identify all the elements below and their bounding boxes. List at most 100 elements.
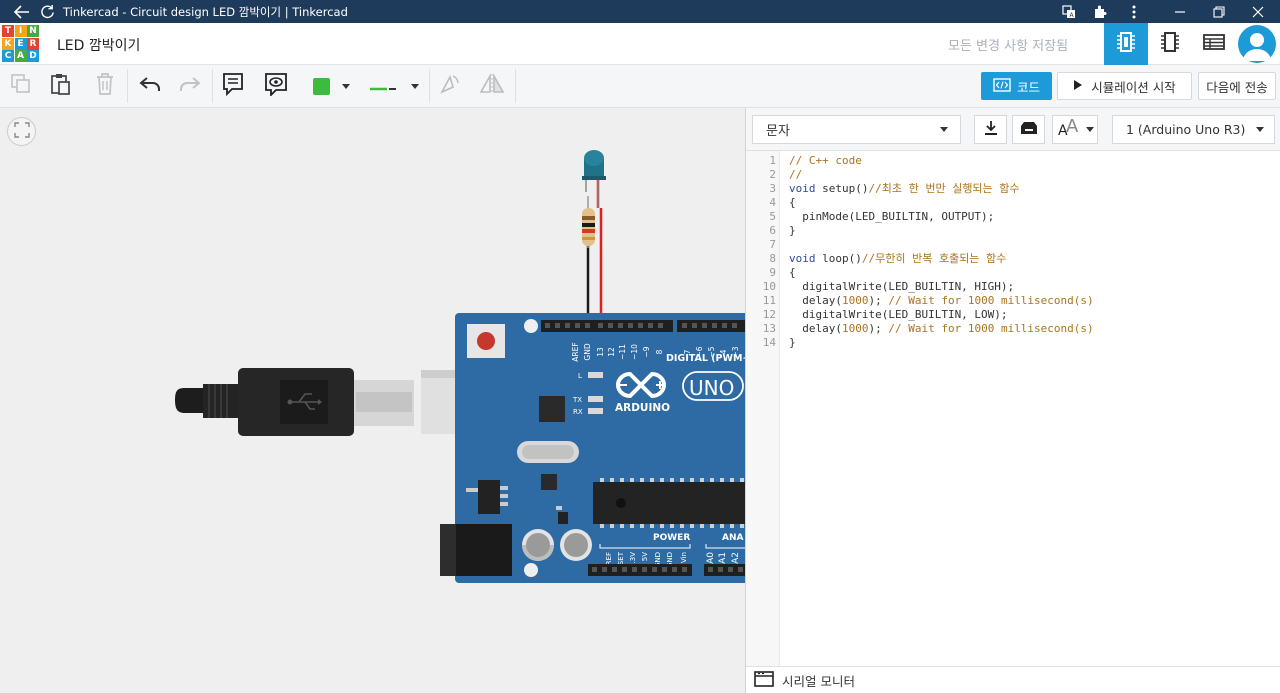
more-menu-icon[interactable] (1124, 2, 1144, 21)
digital-header-label: DIGITAL (PWM~ (666, 353, 745, 364)
capacitors (522, 529, 592, 561)
start-simulation-button[interactable]: 시뮬레이션 시작 (1057, 72, 1192, 100)
logo-letter: I (14, 25, 27, 37)
wire-color-picker[interactable] (304, 71, 358, 101)
redo-button[interactable] (177, 71, 203, 101)
code-line: // C++ code (789, 154, 862, 168)
chevron-down-icon (341, 83, 350, 89)
pin-label: 7 (683, 349, 692, 354)
code-line: } (789, 336, 796, 350)
logo-letter: A (14, 50, 27, 62)
notes-button[interactable] (220, 71, 246, 101)
flip-icon (478, 72, 506, 99)
zoom-to-fit-button[interactable] (7, 117, 36, 146)
arduino-logo-icon (616, 371, 666, 399)
user-avatar[interactable] (1238, 25, 1276, 63)
send-to-label: 다음에 전송 (1206, 79, 1268, 95)
code-token: delay( (789, 294, 842, 307)
libraries-button[interactable] (1012, 115, 1045, 144)
code-button[interactable]: 코드 (981, 72, 1052, 100)
pin-label: ~5 (707, 346, 716, 357)
code-token: void (789, 182, 816, 195)
undo-icon (139, 76, 161, 96)
code-button-label: 코드 (1016, 79, 1040, 95)
pin-label: A0 (706, 552, 716, 564)
circuit-view-icon (1116, 31, 1136, 57)
rotate-icon (439, 73, 461, 99)
pin-label: 12 (607, 347, 616, 357)
code-token: { (789, 196, 796, 209)
line-number: 8 (769, 252, 776, 265)
color-swatch (312, 77, 330, 95)
pin-label: GND (666, 552, 674, 568)
pin-label: Vin (680, 552, 688, 563)
usb-icon (287, 393, 322, 410)
translate-icon[interactable]: A (1059, 2, 1079, 21)
restore-icon[interactable] (1209, 2, 1229, 21)
chevron-down-icon (940, 127, 948, 132)
pin-label: IOREF (605, 552, 613, 573)
pin-label: GND (654, 552, 662, 568)
code-token: setup() (815, 182, 869, 195)
line-number: 9 (769, 266, 776, 279)
notes-visibility-button[interactable] (263, 71, 289, 101)
toolbar-divider (212, 69, 213, 103)
resistor-component[interactable] (582, 196, 595, 248)
pin-label: ~10 (630, 344, 639, 360)
table-icon (1203, 34, 1225, 54)
send-to-button[interactable]: 다음에 전송 (1198, 72, 1276, 100)
copy-button[interactable] (8, 71, 34, 101)
reload-icon[interactable] (37, 2, 57, 21)
code-token: // (789, 168, 803, 181)
paste-button[interactable] (48, 71, 74, 101)
serial-monitor-label: 시리얼 모니터 (782, 673, 855, 689)
line-number: 12 (762, 308, 776, 321)
line-number: 10 (762, 280, 776, 293)
board-select[interactable]: 1 (Arduino Uno R3) (1112, 115, 1275, 144)
wire-type-picker[interactable] (364, 71, 424, 101)
delete-button[interactable] (92, 71, 118, 101)
design-name[interactable]: LED 깜박이기 (57, 38, 141, 54)
undo-button[interactable] (137, 71, 163, 101)
led-component[interactable] (582, 150, 606, 208)
reset-button[interactable] (467, 324, 505, 358)
download-code-button[interactable] (974, 115, 1007, 144)
tinkercad-logo[interactable]: T I N K E R C A D (2, 25, 39, 62)
code-line: { (789, 196, 796, 210)
logo-letter: K (2, 37, 14, 50)
circuit-view-button[interactable] (1104, 23, 1148, 65)
play-icon (1073, 79, 1083, 94)
wire-type-icon (369, 77, 397, 96)
line-number: 13 (762, 322, 776, 335)
line-number: 1 (769, 154, 776, 167)
code-token: // Wait for 1000 millisecond(s) (888, 322, 1094, 335)
extensions-icon[interactable] (1090, 2, 1110, 21)
led-label-rx: RX (573, 408, 583, 416)
flip-button[interactable] (477, 71, 507, 101)
serial-monitor-bar[interactable]: 시리얼 모니터 (746, 666, 1280, 693)
pin-label: RESET (617, 551, 625, 574)
power-jack (440, 524, 512, 576)
schematic-view-button[interactable] (1148, 23, 1192, 65)
logo-letter: E (14, 37, 27, 50)
download-icon (983, 120, 999, 140)
code-line: void loop()//무한히 반복 호출되는 함수 (789, 252, 1006, 266)
code-line: digitalWrite(LED_BUILTIN, LOW); (789, 308, 1007, 322)
back-icon[interactable] (12, 2, 32, 21)
code-line: void setup()//최초 한 번만 실행되는 함수 (789, 182, 1020, 196)
rotate-button[interactable] (437, 71, 463, 101)
pin-label: ~6 (695, 346, 704, 357)
pin-label: A1 (718, 552, 728, 564)
minimize-icon[interactable] (1170, 2, 1190, 21)
logo-letter: C (2, 50, 14, 62)
close-icon[interactable] (1248, 2, 1268, 21)
code-mode-select[interactable]: 문자 (752, 115, 961, 144)
pin-label: 4 (719, 349, 728, 354)
component-list-button[interactable] (1192, 23, 1236, 65)
